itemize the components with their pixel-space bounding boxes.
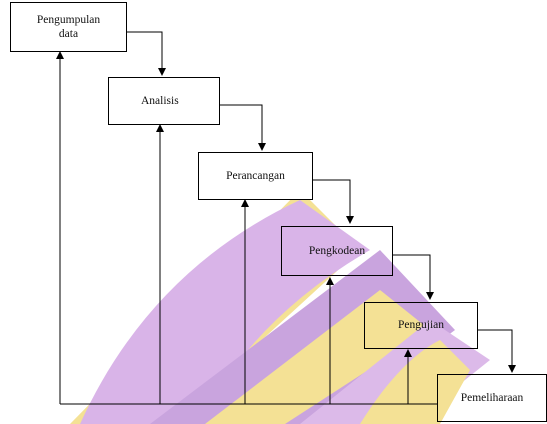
arrow-step-1-to-2 <box>127 31 166 76</box>
step-perancangan: Perancangan <box>198 152 313 200</box>
arrow-step-5-to-6 <box>478 329 516 373</box>
arrow-step-4-to-5 <box>393 254 434 300</box>
arrow-step-2-to-3 <box>220 104 266 151</box>
step-label: Pengujian <box>398 319 444 332</box>
step-analisis: Analisis <box>108 77 220 125</box>
step-pemeliharaan: Pemeliharaan <box>437 374 547 422</box>
arrow-step-3-to-4 <box>313 179 354 224</box>
step-pengujian: Pengujian <box>364 302 478 349</box>
step-label: Pemeliharaan <box>460 391 524 404</box>
step-label: Perancangan <box>226 169 285 182</box>
step-label: Pengumpulan data <box>36 13 101 40</box>
step-pengumpulan-data: Pengumpulan data <box>10 2 127 52</box>
step-label: Pengkodean <box>308 244 366 257</box>
step-label: Analisis <box>141 94 179 107</box>
step-pengkodean: Pengkodean <box>281 226 393 276</box>
